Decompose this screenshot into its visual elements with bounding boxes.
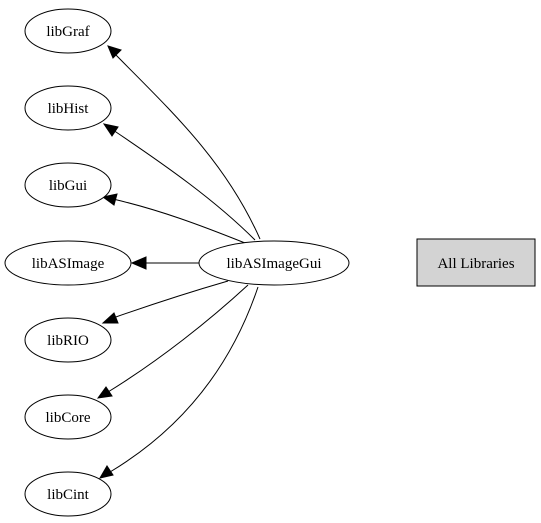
node-libasimagegui-label: libASImageGui (227, 256, 322, 272)
edge-libasimagegui-to-libgui (112, 198, 246, 244)
edge-libasimagegui-to-libcint (109, 286, 259, 473)
node-libcint-label: libCint (47, 487, 90, 503)
node-libcore-ellipse (24, 394, 112, 440)
edge-libasimagegui-to-libcore (107, 284, 249, 393)
node-libhist[interactable]: libHist (24, 85, 112, 131)
node-libcore[interactable]: libCore (24, 394, 112, 440)
edge-libhist-arrowhead (102, 123, 119, 137)
node-libgui-ellipse (24, 162, 112, 208)
node-libgui[interactable]: libGui (24, 162, 112, 208)
node-libasimagegui-ellipse (198, 240, 350, 286)
node-libgraf-label: libGraf (46, 24, 89, 40)
node-librio-label: libRIO (47, 333, 89, 349)
all-libraries-box[interactable] (416, 238, 536, 287)
edge-libasimagegui-to-libgraf (112, 51, 261, 240)
edge-libgui-arrowhead (101, 193, 118, 206)
edge-libcore-arrowhead (96, 386, 113, 399)
edge-librio-arrowhead (101, 312, 119, 324)
edge-libasimage-arrowhead (130, 256, 147, 270)
edge-libcint-arrowhead (98, 465, 114, 479)
node-libhist-ellipse (24, 85, 112, 131)
node-librio-ellipse (24, 317, 112, 363)
node-libasimage-label: libASImage (32, 256, 105, 272)
node-librio[interactable]: libRIO (24, 317, 112, 363)
all-libraries-label: All Libraries (437, 256, 514, 272)
all-libraries-link[interactable]: All Libraries (416, 238, 536, 287)
edge-libasimagegui-to-libhist (112, 129, 256, 241)
edge-libgraf-arrowhead (107, 45, 122, 59)
node-libgraf[interactable]: libGraf (24, 8, 112, 54)
node-libgui-label: libGui (49, 178, 87, 194)
node-libasimage-ellipse (4, 240, 132, 286)
node-libasimage[interactable]: libASImage (4, 240, 132, 286)
edge-libasimagegui-to-librio (112, 280, 229, 319)
node-libcint[interactable]: libCint (24, 471, 112, 517)
node-libgraf-ellipse (24, 8, 112, 54)
node-libhist-label: libHist (48, 101, 90, 117)
node-libcint-ellipse (24, 471, 112, 517)
edges (96, 45, 261, 479)
node-libcore-label: libCore (46, 410, 91, 426)
node-libasimagegui[interactable]: libASImageGui (198, 240, 350, 286)
